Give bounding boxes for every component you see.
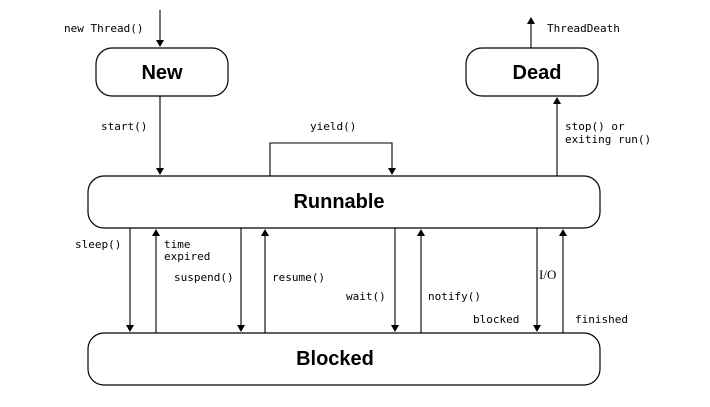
start-label: start() bbox=[101, 120, 147, 133]
io-label: I/O bbox=[539, 267, 556, 282]
resume-label: resume() bbox=[272, 271, 325, 284]
state-runnable: Runnable bbox=[87, 175, 601, 229]
yield-arrow bbox=[269, 142, 396, 176]
stop-label-line1: stop() or bbox=[565, 120, 625, 133]
finished-label: finished bbox=[575, 313, 628, 326]
suspend-label: suspend() bbox=[174, 271, 234, 284]
state-blocked-label: Blocked bbox=[296, 348, 374, 370]
notify-label: notify() bbox=[428, 290, 481, 303]
new-thread-label: new Thread() bbox=[64, 22, 143, 35]
state-blocked: Blocked bbox=[87, 332, 601, 386]
state-runnable-label: Runnable bbox=[293, 191, 384, 213]
state-dead: Dead bbox=[465, 47, 599, 97]
state-dead-label: Dead bbox=[513, 62, 562, 84]
state-new: New bbox=[95, 47, 229, 97]
time-label-line1: time bbox=[164, 238, 191, 251]
time-label-line2: expired bbox=[164, 250, 210, 263]
state-new-label: New bbox=[141, 62, 183, 84]
yield-label: yield() bbox=[310, 120, 356, 133]
wait-label: wait() bbox=[346, 290, 386, 303]
blocked-label: blocked bbox=[473, 313, 519, 326]
sleep-label: sleep() bbox=[75, 238, 121, 251]
stop-label-line2: exiting run() bbox=[565, 133, 651, 146]
thread-death-label: ThreadDeath bbox=[547, 22, 620, 35]
